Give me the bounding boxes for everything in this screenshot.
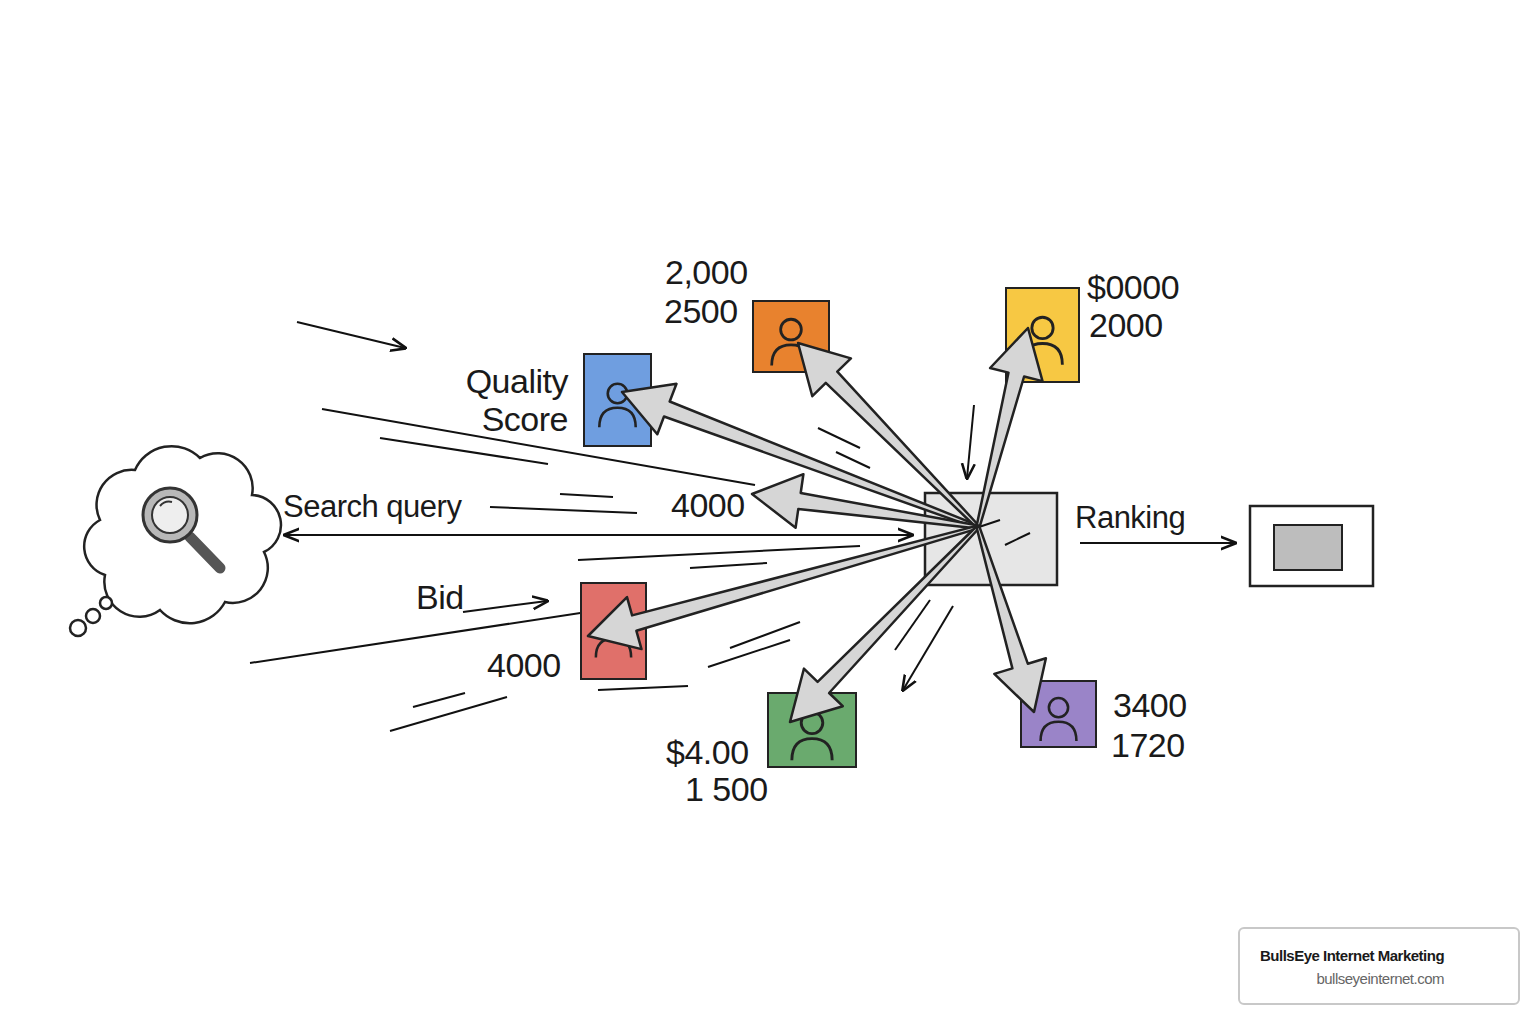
person-body <box>599 408 635 428</box>
person-icon <box>582 584 645 678</box>
magnifier-lens <box>152 497 188 533</box>
card-value: 2000 <box>1089 308 1163 342</box>
speed-line <box>1005 533 1030 545</box>
speed-line <box>413 693 465 707</box>
brand-url: bullseyeinternet.com <box>1316 971 1444 986</box>
card-value: 2,000 <box>665 255 748 289</box>
speed-line <box>390 697 507 731</box>
person-body <box>1041 722 1077 741</box>
speed-line <box>578 546 860 560</box>
speed-line <box>708 640 790 667</box>
speed-line <box>490 507 637 513</box>
card-value: $0000 <box>1087 270 1179 304</box>
auction-box <box>925 493 1057 585</box>
thought-bubble <box>70 620 86 636</box>
card-value: 1720 <box>1111 728 1185 762</box>
person-icon <box>754 302 828 371</box>
ad-card: Quality Score <box>583 353 652 447</box>
flow-label: Ranking <box>1075 502 1185 533</box>
person-icon <box>769 694 855 766</box>
bid-value: 4000 <box>671 488 745 522</box>
speed-line <box>730 622 800 648</box>
person-icon <box>1007 289 1078 381</box>
speed-line <box>690 563 767 568</box>
card-value: 4000 <box>487 648 561 682</box>
person-icon <box>585 355 650 445</box>
speed-line <box>560 494 613 497</box>
bid-pointer <box>463 601 547 612</box>
bid-arrow <box>752 474 978 528</box>
person-head <box>1032 317 1053 338</box>
magnifier-rim <box>143 488 197 542</box>
ad-card: $4.001 500 <box>767 692 857 768</box>
speed-line <box>380 438 548 464</box>
person-head <box>604 615 623 634</box>
card-value: Quality Score <box>466 362 568 438</box>
speed-arrow <box>297 322 405 348</box>
person-icon <box>1022 682 1095 746</box>
ad-card: $00002000 <box>1005 287 1080 383</box>
ranking-arrow <box>1080 542 1235 544</box>
speed-line <box>836 452 870 468</box>
person-head <box>801 712 823 734</box>
person-head <box>781 319 802 340</box>
speed-arrow <box>903 606 953 690</box>
card-value: 2500 <box>664 294 738 328</box>
result-ad <box>1274 525 1342 570</box>
card-value: $4.00 <box>666 735 749 769</box>
lens-glint <box>160 502 172 506</box>
bid-arrow <box>622 384 979 529</box>
speed-line <box>598 686 688 690</box>
person-body <box>596 639 631 658</box>
thought-bubble <box>86 609 100 623</box>
brand-name: BullsEye Internet Marketing <box>1260 948 1444 963</box>
person-body <box>1023 344 1063 365</box>
person-body <box>772 345 811 366</box>
thought-bubble <box>100 597 112 609</box>
magnifier-handle <box>190 537 220 568</box>
ad-card: Bid4000 <box>580 582 647 680</box>
card-value: 3400 <box>1113 688 1187 722</box>
ad-card: 34001720 <box>1020 680 1097 748</box>
card-value: Bid <box>416 580 464 614</box>
person-head <box>1049 698 1068 717</box>
speed-arrow <box>967 405 974 478</box>
query-arrow <box>285 534 912 536</box>
card-value: 1 500 <box>685 772 768 806</box>
result-page <box>1250 506 1373 586</box>
speed-line <box>955 520 1000 535</box>
brand-badge: BullsEye Internet Marketing bullseyeinter… <box>1238 927 1520 1005</box>
speed-line <box>895 600 930 650</box>
flow-label: Search query <box>283 491 461 522</box>
person-head <box>608 384 628 404</box>
ad-card: 2,0002500 <box>752 300 830 373</box>
speed-line <box>818 428 860 448</box>
thought-cloud <box>84 446 281 623</box>
person-body <box>792 739 832 761</box>
